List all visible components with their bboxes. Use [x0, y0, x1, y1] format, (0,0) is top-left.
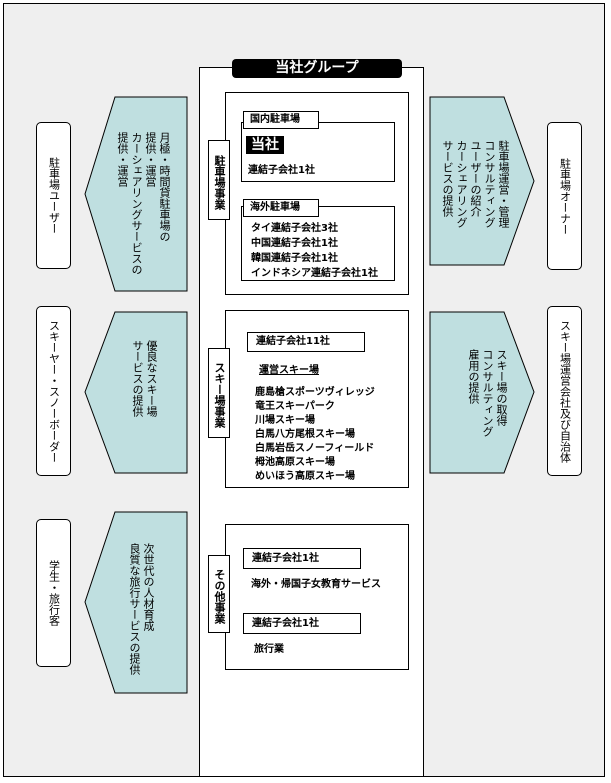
customer-box-students: 学生・旅行客 [36, 519, 71, 667]
customer-label: 駐車場ユーザー [47, 157, 61, 234]
customer-label: スキー場運営会社及び自治体 [558, 319, 572, 463]
ski-subsidiaries: 連結子会社11社 [247, 332, 365, 352]
customer-box-parking-users: 駐車場ユーザー [36, 122, 71, 269]
other-section-label: その他事業 [208, 555, 230, 633]
customer-box-parking-owners: 駐車場オーナー [547, 122, 582, 270]
overseas-parking-box [241, 206, 395, 281]
ski-section-label: スキー場事業 [208, 348, 230, 438]
ski-resort: 白馬岩岳スノーフィールド [255, 443, 375, 454]
customer-box-ski-operators: スキー場運営会社及び自治体 [547, 306, 582, 476]
right-arrow-shape [429, 311, 535, 474]
parking-section-label: 駐車場事業 [208, 140, 230, 220]
left-arrow-text-other: 次世代の人材育成 良質な旅行サービスの提供 [128, 543, 155, 675]
right-arrow-shape [429, 96, 535, 266]
domestic-subsidiary: 連結子会社1社 [248, 165, 315, 176]
left-arrow-shape [84, 311, 188, 474]
left-arrow-shape [84, 511, 188, 694]
ski-resort: 白馬八方尾根スキー場 [255, 429, 355, 440]
overseas-item: タイ連結子会社3社 [251, 223, 338, 234]
overseas-item: 中国連結子会社1社 [251, 238, 338, 249]
overseas-list: タイ連結子会社3社 中国連結子会社1社 韓国連結子会社1社 インドネシア連結子会… [251, 221, 378, 281]
ski-resort-list: 鹿島槍スポーツヴィレッジ 竜王スキーパーク 川場スキー場 白馬八方尾根スキー場 … [255, 386, 375, 484]
ski-resort: 竜王スキーパーク [255, 401, 335, 412]
right-arrow-text-ski: スキー場の取得 コンサルティング 雇用の提供 [467, 349, 508, 437]
other-sub1: 連結子会社1社 [243, 548, 361, 569]
ski-resort: 栂池高原スキー場 [255, 457, 335, 468]
left-arrow-text-parking: 月極・時間貸駐車場の 提供・運営 カーシェアリングサービスの 提供・運営 [116, 132, 171, 275]
domestic-parking-header: 国内駐車場 [243, 111, 319, 129]
left-arrow-text-ski: 優良なスキー場 サービスの提供 [131, 340, 158, 417]
group-title: 当社グループ [232, 59, 402, 78]
customer-label: 学生・旅行客 [47, 560, 61, 626]
left-arrow-shape [84, 96, 188, 292]
customer-box-skiers: スキーヤー・スノーボーダー [36, 306, 71, 476]
ski-resort: 川場スキー場 [255, 415, 315, 426]
overseas-item: 韓国連結子会社1社 [251, 253, 338, 264]
other-sub2-desc: 旅行業 [254, 644, 284, 655]
other-section [225, 524, 409, 670]
ski-operating-header: 運営スキー場 [259, 365, 319, 376]
other-sub1-desc: 海外・帰国子女教育サービス [247, 576, 397, 596]
overseas-item: インドネシア連結子会社1社 [251, 268, 378, 279]
ski-resort: 鹿島槍スポーツヴィレッジ [255, 387, 375, 398]
overseas-parking-header: 海外駐車場 [243, 199, 319, 217]
right-arrow-text-parking: 駐車場運営・管理 コンサルティング ユーザーの紹介 カーシェアリング サービスの… [441, 140, 510, 228]
customer-label: スキーヤー・スノーボーダー [47, 319, 61, 463]
customer-label: 駐車場オーナー [558, 157, 572, 235]
ski-resort: めいほう高原スキー場 [255, 471, 355, 482]
other-sub2: 連結子会社1社 [243, 613, 361, 634]
company-label: 当社 [246, 136, 284, 154]
